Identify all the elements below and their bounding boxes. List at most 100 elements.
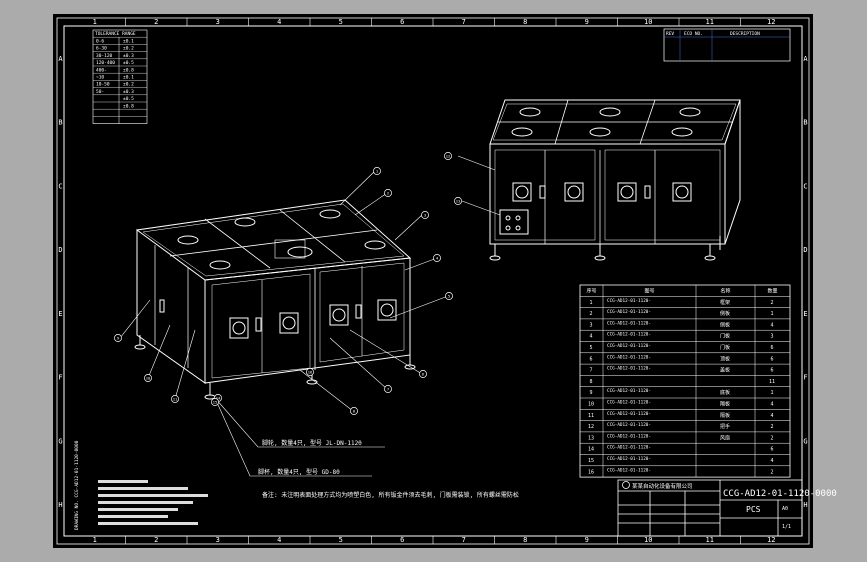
tolerance-range: 30-120: [96, 53, 113, 59]
tolerance-table: TOLERANCE RANGE0-6±0.16-30±0.230-120±0.3…: [92, 29, 148, 124]
bom-part: CCG-AD12-01-1120-: [607, 343, 651, 349]
tolerance-value: ±0.1: [123, 39, 134, 45]
bom-part: CCG-AD12-01-1120-: [607, 411, 651, 417]
bom-part: CCG-AD12-01-1120-: [607, 309, 651, 315]
side-drawing-number: DRAWING NO. CCG-AD12-01-1120-0000: [74, 440, 80, 530]
balloon-4: 4: [433, 254, 441, 262]
bom-no: 4: [589, 334, 592, 340]
border-row-label: H: [803, 501, 807, 509]
border-col-label: 11: [706, 18, 714, 26]
svg-text:13: 13: [456, 199, 461, 204]
bom-name: 盖板: [720, 367, 730, 374]
border-col-label: 7: [462, 18, 466, 26]
bom-no: 10: [588, 402, 594, 408]
bom-qty: 4: [770, 458, 773, 464]
drawing-sheet: [53, 14, 813, 548]
callout-note-b: 脚杯, 数量4只, 型号 GD-80: [258, 468, 340, 476]
revision-header: DESCRIPTION: [730, 31, 760, 37]
border-row-label: C: [58, 182, 62, 190]
balloon-9: 9: [114, 334, 122, 342]
svg-text:2: 2: [387, 191, 389, 196]
tolerance-value: ±0.2: [123, 46, 134, 52]
border-col-label: 3: [216, 18, 220, 26]
balloon-1: 1: [373, 167, 381, 175]
bom-header: 图号: [644, 289, 654, 295]
bom-header: 名称: [720, 288, 730, 295]
tolerance-value: ±0.5: [123, 96, 134, 102]
border-col-label: 12: [767, 536, 775, 544]
leader-lines: [119, 155, 501, 477]
border-row-label: A: [58, 55, 63, 63]
isometric-view-upper: [489, 99, 741, 261]
bom-qty: 2: [770, 424, 773, 430]
bom-name: 侧板: [720, 321, 730, 328]
drawing-number: CCG-AD12-01-1120-0000: [723, 489, 837, 499]
border-row-label: G: [58, 437, 62, 445]
border-col-label: 2: [154, 18, 158, 26]
tolerance-range: 6-30: [96, 46, 107, 52]
bom-no: 3: [589, 322, 592, 328]
bom-no: 6: [589, 356, 592, 362]
bom-part: CCG-AD12-01-1120-: [607, 433, 651, 439]
bom-header: 序号: [586, 288, 596, 295]
bom-no: 11: [588, 413, 594, 419]
bom-part: CCG-AD12-01-1120-: [607, 354, 651, 360]
tolerance-range: ~10: [96, 75, 104, 81]
bom-part: CCG-AD12-01-1120-: [607, 332, 651, 338]
svg-text:15: 15: [213, 400, 218, 405]
svg-text:11: 11: [173, 397, 178, 402]
bom-part: CCG-AD12-01-1120-: [607, 320, 651, 326]
bom-part: CCG-AD12-01-1120-: [607, 388, 651, 394]
bom-header: 数量: [767, 288, 777, 295]
bom-name: 风扇: [720, 434, 730, 441]
balloon-16: 16: [306, 368, 314, 376]
border-col-label: 6: [400, 18, 404, 26]
tolerance-value: ±0.5: [123, 60, 134, 66]
balloon-12: 12: [444, 152, 452, 160]
bom-no: 1: [589, 300, 592, 306]
balloon-3: 3: [421, 211, 429, 219]
bom-qty: 6: [770, 447, 773, 453]
bom-name: 隔板: [720, 412, 730, 419]
tolerance-value: ±0.2: [123, 82, 134, 88]
border-col-label: 4: [277, 18, 281, 26]
balloon-2: 2: [384, 189, 392, 197]
rev-label: A0: [782, 506, 788, 512]
border-row-label: A: [803, 55, 808, 63]
balloon-15: 15: [211, 398, 219, 406]
svg-text:14: 14: [216, 396, 221, 401]
border-col-label: 6: [400, 536, 404, 544]
bom-qty: 4: [770, 402, 773, 408]
bom-part: CCG-AD12-01-1120-: [607, 467, 651, 473]
svg-text:10: 10: [146, 376, 151, 381]
unit-label: PCS: [746, 505, 761, 514]
callout-note-a: 脚轮, 数量4只, 型号 JL-DN-1120: [262, 439, 362, 447]
revision-header: ECO NO.: [684, 31, 703, 37]
tolerance-range: 0-6: [96, 39, 104, 45]
bom-no: 13: [588, 435, 594, 441]
border-col-label: 11: [706, 536, 714, 544]
company-logo-icon: [622, 481, 630, 489]
border-row-label: H: [58, 501, 62, 509]
border-col-label: 1: [93, 18, 97, 26]
bom-part: CCG-AD12-01-1120-: [607, 456, 651, 462]
tolerance-value: ±0.3: [123, 53, 134, 59]
svg-text:5: 5: [448, 294, 450, 299]
bom-part: CCG-AD12-01-1120-: [607, 400, 651, 406]
tolerance-range: 10-50: [96, 82, 110, 88]
bom-qty: 6: [770, 345, 773, 351]
border-row-label: B: [803, 119, 807, 127]
border-col-label: 5: [339, 18, 343, 26]
bom-name: 隔板: [720, 401, 730, 408]
bom-no: 9: [589, 390, 592, 396]
